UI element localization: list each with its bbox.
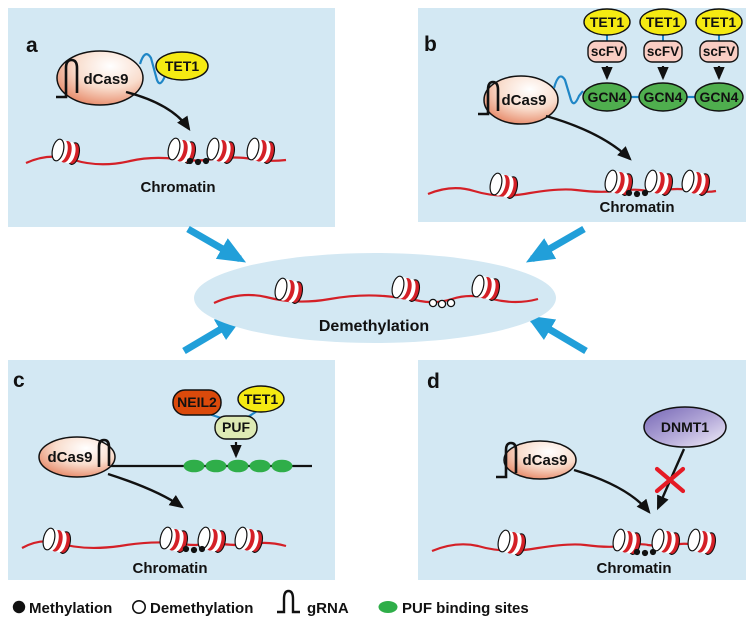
panel-a-letter: a: [26, 34, 38, 57]
dcas9-label: dCas9: [47, 449, 92, 466]
tet1-protein: [237, 385, 285, 413]
scfv-label: scFV: [647, 44, 679, 59]
legend: Methylation Demethylation gRNA PUF bindi…: [12, 589, 529, 617]
demethylation-label: Demethylation: [319, 318, 429, 335]
grna-icon: [97, 438, 111, 467]
panel-a-background: [8, 8, 335, 227]
methylation-dots: [182, 545, 206, 554]
methylation-dots: [633, 548, 657, 557]
puf-site-icon: [378, 601, 398, 613]
tet1-protein: [155, 51, 209, 81]
methylation-dots: [186, 157, 210, 166]
red-x-icon: [654, 466, 686, 494]
targeting-arrow: [573, 468, 651, 514]
puf-label: PUF: [222, 419, 250, 435]
dcas9-label: dCas9: [83, 71, 128, 88]
panel-c: c NEIL2 TET1 PUF dCas9: [8, 360, 335, 580]
tet1-label: TET1: [244, 391, 278, 407]
targeting-arrow: [125, 90, 191, 131]
gcn4-label: GCN4: [588, 89, 627, 105]
chromatin-label: Chromatin: [600, 199, 675, 216]
dnmt1-label: DNMT1: [661, 419, 709, 435]
targeting-arrow: [545, 114, 632, 161]
gcn4-peptide: [694, 82, 744, 112]
panel-d: d DNMT1 dCas9 Chromatin: [418, 360, 746, 580]
gcn4-label: GCN4: [644, 89, 683, 105]
targeting-arrow: [107, 472, 184, 509]
legend-methylation-label: Methylation: [29, 600, 112, 617]
legend-grna-label: gRNA: [307, 600, 349, 617]
grna-linker: [138, 53, 170, 85]
blue-arrow-a-to-center: [186, 225, 247, 263]
neil2-label: NEIL2: [177, 394, 217, 410]
panel-b-letter: b: [424, 33, 437, 56]
chromatin-label: Chromatin: [597, 560, 672, 577]
demethylation-ellipse: [194, 253, 556, 343]
panel-b: b TET1 TET1 TET1 scFV scFV scFV GCN4 GCN…: [418, 8, 746, 222]
gcn4-peptide: [582, 82, 632, 112]
methylation-dots: [625, 189, 649, 198]
neil2-protein: [172, 389, 222, 416]
dcas9-protein: [503, 440, 577, 480]
dnmt1-protein: [643, 406, 727, 448]
grna-icon: [496, 441, 518, 479]
dcas9-protein: [56, 50, 144, 106]
blue-arrow-b-to-center: [525, 225, 586, 263]
demethylation-circles: [428, 298, 456, 309]
legend-puf-sites-label: PUF binding sites: [402, 600, 529, 617]
chromatin-label: Chromatin: [133, 560, 208, 577]
dcas9-protein: [38, 436, 116, 478]
grna-icon: [56, 58, 79, 99]
tet1-protein: [583, 8, 631, 36]
tet1-label: TET1: [646, 14, 680, 30]
chromatin-label: Chromatin: [141, 179, 216, 196]
methylation-dot-icon: [12, 600, 26, 614]
grna-icon: [277, 589, 300, 614]
legend-demethylation-label: Demethylation: [150, 600, 253, 617]
scfv-protein: [699, 40, 739, 63]
center-demethylation: Demethylation: [182, 225, 588, 355]
puf-protein: [214, 415, 258, 440]
puf-binding-sites: [183, 459, 293, 473]
demethylation-circle-icon: [132, 599, 147, 614]
panel-c-letter: c: [13, 369, 25, 392]
gcn4-label: GCN4: [700, 89, 739, 105]
scfv-label: scFV: [591, 44, 623, 59]
tet1-label: TET1: [702, 14, 736, 30]
grna-linker: [552, 75, 584, 105]
dcas9-label: dCas9: [501, 92, 546, 109]
scfv-label: scFV: [703, 44, 735, 59]
gcn4-peptide: [638, 82, 688, 112]
panel-a: a dCas9 TET1 Chromatin: [8, 8, 335, 227]
scfv-protein: [643, 40, 683, 63]
blue-arrow-d-to-center: [525, 315, 588, 355]
tet1-protein: [695, 8, 743, 36]
grna-icon: [478, 80, 500, 116]
tet1-label: TET1: [165, 58, 199, 74]
dcas9-label: dCas9: [522, 452, 567, 469]
scfv-protein: [587, 40, 627, 63]
panel-d-letter: d: [427, 370, 440, 393]
tet1-label: TET1: [590, 14, 624, 30]
tet1-protein: [639, 8, 687, 36]
dcas9-protein: [483, 75, 559, 125]
